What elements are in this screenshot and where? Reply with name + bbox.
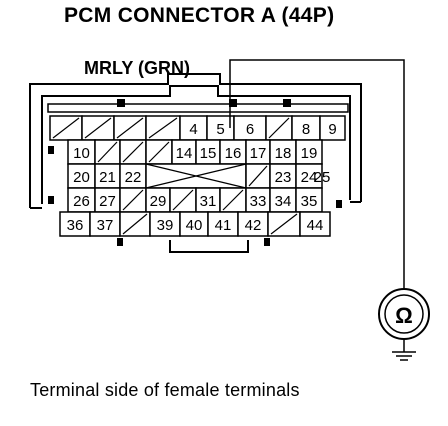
terminal-label: 10 bbox=[73, 145, 90, 162]
diagram-caption: Terminal side of female terminals bbox=[30, 380, 300, 400]
terminal-34: 34 bbox=[269, 187, 297, 213]
terminal-31: 31 bbox=[195, 187, 221, 213]
terminal-label: 18 bbox=[275, 145, 292, 162]
terminal-label: 4 bbox=[189, 121, 197, 138]
terminal-empty bbox=[169, 187, 197, 213]
terminal-label: 42 bbox=[245, 217, 262, 234]
terminal-33: 33 bbox=[245, 187, 271, 213]
terminal-label: 9 bbox=[328, 121, 336, 138]
terminal-empty bbox=[145, 115, 181, 141]
terminal-label: 37 bbox=[97, 217, 114, 234]
terminal-19: 19 bbox=[295, 139, 323, 165]
terminal-25: 25 bbox=[314, 169, 331, 186]
terminal-label: 34 bbox=[275, 193, 292, 210]
terminal-15: 15 bbox=[195, 139, 221, 165]
terminal-label: 35 bbox=[301, 193, 318, 210]
terminal-label: 24 bbox=[301, 169, 318, 186]
terminal-empty bbox=[81, 115, 115, 141]
terminal-empty bbox=[113, 115, 147, 141]
terminal-label: 14 bbox=[176, 145, 193, 162]
terminal-18: 18 bbox=[269, 139, 297, 165]
terminal-empty bbox=[94, 139, 121, 165]
probe-wire bbox=[229, 59, 405, 288]
terminal-empty bbox=[265, 115, 293, 141]
terminal-label: 36 bbox=[67, 217, 84, 234]
terminal-empty bbox=[119, 187, 147, 213]
terminal-27: 27 bbox=[94, 187, 121, 213]
terminal-label: 15 bbox=[200, 145, 217, 162]
diagram-title: PCM CONNECTOR A (44P) bbox=[64, 4, 335, 27]
terminal-label: 39 bbox=[157, 217, 174, 234]
terminal-23: 23 bbox=[269, 163, 297, 189]
terminal-empty bbox=[145, 163, 247, 189]
terminal-label: 27 bbox=[99, 193, 116, 210]
terminal-17: 17 bbox=[245, 139, 271, 165]
terminal-label: 26 bbox=[73, 193, 90, 210]
terminal-40: 40 bbox=[179, 211, 209, 237]
terminal-41: 41 bbox=[207, 211, 239, 237]
terminal-label: 8 bbox=[302, 121, 310, 138]
terminal-10: 10 bbox=[67, 139, 96, 165]
terminal-label: 5 bbox=[216, 121, 224, 138]
terminal-label: 33 bbox=[250, 193, 267, 210]
terminal-label: 31 bbox=[200, 193, 217, 210]
terminal-29: 29 bbox=[145, 187, 171, 213]
terminal-empty bbox=[267, 211, 301, 237]
terminal-26: 26 bbox=[67, 187, 96, 213]
terminal-empty bbox=[145, 139, 173, 165]
terminal-21: 21 bbox=[94, 163, 121, 189]
terminal-label: 19 bbox=[301, 145, 318, 162]
ohmmeter-icon: Ω bbox=[378, 288, 430, 340]
ground-icon bbox=[392, 339, 416, 361]
terminal-9: 9 bbox=[319, 115, 346, 141]
terminal-label: 23 bbox=[275, 169, 292, 186]
terminal-14: 14 bbox=[171, 139, 197, 165]
terminal-6: 6 bbox=[233, 115, 267, 141]
terminal-37: 37 bbox=[89, 211, 121, 237]
terminal-label: 21 bbox=[99, 169, 116, 186]
terminal-empty bbox=[219, 187, 247, 213]
terminal-label: 25 bbox=[314, 169, 331, 186]
terminal-35: 35 bbox=[295, 187, 323, 213]
terminal-20: 20 bbox=[67, 163, 96, 189]
terminal-empty bbox=[245, 163, 271, 189]
terminal-label: 6 bbox=[246, 121, 254, 138]
terminal-36: 36 bbox=[59, 211, 91, 237]
terminal-label: 40 bbox=[186, 217, 203, 234]
terminal-label: 29 bbox=[150, 193, 167, 210]
terminal-label: 16 bbox=[225, 145, 242, 162]
terminal-22: 22 bbox=[119, 163, 147, 189]
terminal-44: 44 bbox=[299, 211, 331, 237]
terminal-label: 44 bbox=[307, 217, 324, 234]
terminal-label: 17 bbox=[250, 145, 267, 162]
terminal-label: 41 bbox=[215, 217, 232, 234]
terminal-16: 16 bbox=[219, 139, 247, 165]
terminal-39: 39 bbox=[149, 211, 181, 237]
terminal-empty bbox=[119, 139, 147, 165]
terminal-label: 22 bbox=[125, 169, 142, 186]
terminal-label: 20 bbox=[73, 169, 90, 186]
ohm-symbol: Ω bbox=[395, 303, 413, 328]
terminal-empty bbox=[119, 211, 151, 237]
terminal-empty bbox=[49, 115, 83, 141]
terminal-42: 42 bbox=[237, 211, 269, 237]
terminal-8: 8 bbox=[291, 115, 321, 141]
terminal-4: 4 bbox=[179, 115, 208, 141]
terminal-24: 24 bbox=[295, 163, 323, 189]
wire-label: MRLY (GRN) bbox=[84, 58, 191, 78]
